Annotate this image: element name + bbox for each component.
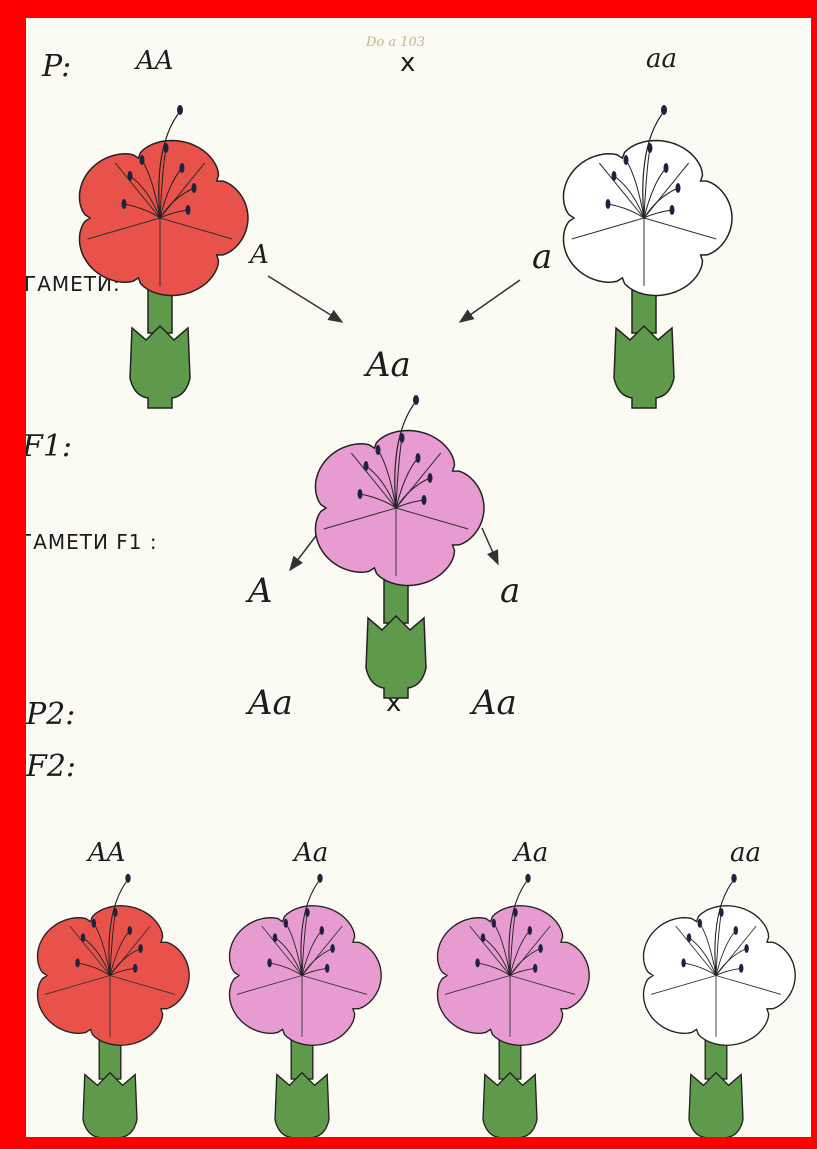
anther (698, 919, 703, 928)
anther (128, 926, 133, 935)
anther (612, 171, 617, 181)
anther (75, 958, 80, 967)
stigma (661, 105, 667, 115)
arrow-left-gamete (268, 276, 342, 322)
anther (364, 461, 369, 471)
flower-f2-red (20, 848, 200, 1148)
genotype-parent-right: aa (646, 46, 677, 72)
anther (744, 944, 749, 953)
flower-f1-pink (296, 368, 496, 688)
flower-f2-pink-1 (212, 848, 392, 1148)
calyx (275, 1073, 329, 1147)
gamete-f1-right: a (500, 574, 520, 608)
anther (739, 964, 744, 973)
anther (330, 944, 335, 953)
stigma (525, 874, 530, 883)
stigma (317, 874, 322, 883)
label-p2: P2: (26, 700, 75, 730)
anther (325, 964, 330, 973)
anther (138, 944, 143, 953)
flower-f2-white (626, 848, 806, 1148)
anther (358, 489, 363, 499)
anther (481, 933, 486, 942)
anther (133, 964, 138, 973)
genotype-parent-left: AA (136, 48, 174, 74)
anther (128, 171, 133, 181)
anther (676, 183, 681, 193)
stigma (731, 874, 736, 883)
stigma (125, 874, 130, 883)
anther (528, 926, 533, 935)
flower-f2-pink-2 (420, 848, 600, 1148)
flower-parent-white (544, 78, 744, 398)
label-f1: F1: (22, 432, 72, 462)
calyx (483, 1073, 537, 1147)
anther (606, 199, 611, 209)
anther (664, 163, 669, 173)
cross-sign-parents: x (400, 50, 415, 76)
flower-parent-red (60, 78, 260, 398)
calyx (689, 1073, 743, 1147)
anther (122, 199, 127, 209)
anther (624, 155, 629, 165)
anther (140, 155, 145, 165)
anther (422, 495, 427, 505)
footer-caption: Сх. 1/... 3/... (50, 1138, 148, 1149)
stigma (177, 105, 183, 115)
calyx (83, 1073, 137, 1147)
anther (376, 445, 381, 455)
anther (192, 183, 197, 193)
gamete-f1-left: A (248, 574, 273, 608)
anther (681, 958, 686, 967)
arrow-right-gamete (460, 280, 520, 322)
calyx (366, 616, 426, 698)
anther (416, 453, 421, 463)
anther (180, 163, 185, 173)
anther (492, 919, 497, 928)
stigma (413, 395, 419, 405)
label-f2: F2: (26, 752, 76, 782)
calyx (130, 326, 190, 408)
anther (273, 933, 278, 942)
anther (81, 933, 86, 942)
anther (670, 205, 675, 215)
anther (538, 944, 543, 953)
anther (186, 205, 191, 215)
anther (533, 964, 538, 973)
anther (284, 919, 289, 928)
archive-stamp: Do a 103 (366, 36, 425, 49)
anther (687, 933, 692, 942)
genotype-p2-right: Aa (472, 686, 517, 720)
anther (92, 919, 97, 928)
label-gametes-f1: ГАМЕТИ F1 : (20, 532, 158, 552)
calyx (614, 326, 674, 408)
genotype-p2-left: Aa (248, 686, 293, 720)
anther (428, 473, 433, 483)
anther (267, 958, 272, 967)
anther (734, 926, 739, 935)
anther (320, 926, 325, 935)
anther (475, 958, 480, 967)
